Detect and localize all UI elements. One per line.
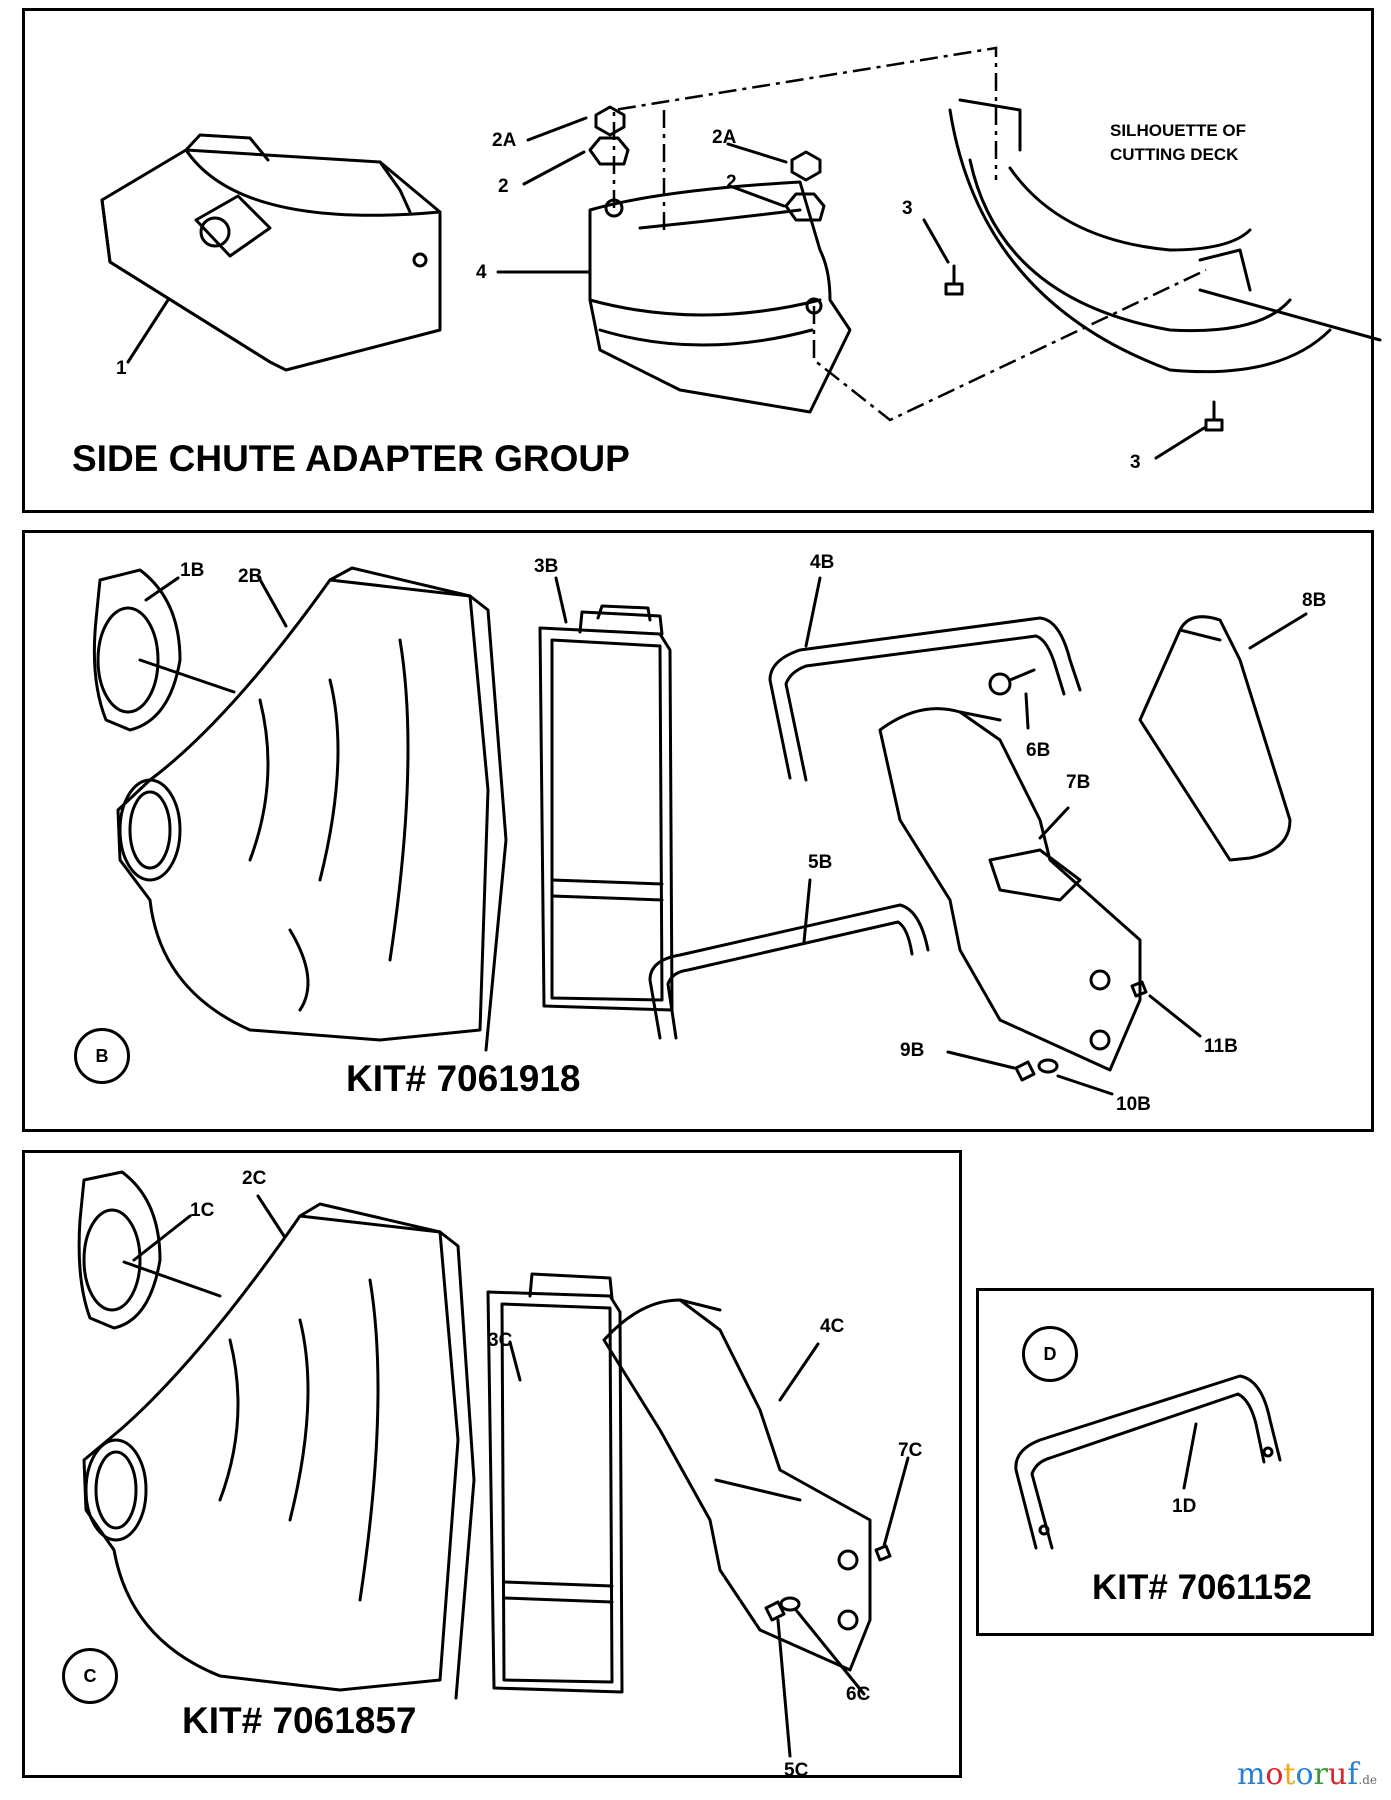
callout-2-left: 2 (498, 176, 509, 197)
callout-3-top: 3 (902, 198, 913, 219)
callout-8b: 8B (1302, 590, 1327, 611)
callout-5b: 5B (808, 852, 833, 873)
kit-b-panel (22, 530, 1374, 1132)
motoruf-watermark: motoruf.de (1237, 1757, 1377, 1792)
watermark-brand: motoruf (1236, 1757, 1359, 1792)
silhouette-note-line1: SILHOUETTE OF (1110, 121, 1246, 140)
side-chute-adapter-panel (22, 8, 1374, 513)
callout-1b: 1B (180, 560, 205, 581)
callout-7b: 7B (1066, 772, 1091, 793)
callout-11b: 11B (1204, 1036, 1238, 1057)
callout-1d: 1D (1172, 1496, 1197, 1517)
callout-5c: 5C (784, 1760, 809, 1781)
kit-b-number: KIT# 7061918 (346, 1058, 581, 1099)
callout-6c: 6C (846, 1684, 871, 1705)
kit-c-number: KIT# 7061857 (182, 1700, 417, 1741)
callout-7c: 7C (898, 1440, 923, 1461)
kit-d-badge: D (1022, 1326, 1078, 1382)
callout-2a-right: 2A (712, 127, 737, 148)
callout-4: 4 (476, 262, 487, 283)
watermark-suffix: .de (1358, 1773, 1377, 1787)
callout-1c: 1C (190, 1200, 215, 1221)
callout-2-right: 2 (726, 172, 737, 193)
callout-9b: 9B (900, 1040, 925, 1061)
kit-b-badge: B (74, 1028, 130, 1084)
callout-6b: 6B (1026, 740, 1051, 761)
callout-10b: 10B (1116, 1094, 1151, 1115)
callout-4b: 4B (810, 552, 835, 573)
callout-2a-left: 2A (492, 130, 517, 151)
silhouette-note-line2: CUTTING DECK (1110, 145, 1239, 164)
side-chute-adapter-title: SIDE CHUTE ADAPTER GROUP (72, 438, 630, 479)
callout-3b: 3B (534, 556, 559, 577)
kit-c-badge: C (62, 1648, 118, 1704)
callout-2b: 2B (238, 566, 263, 587)
callout-3c: 3C (488, 1330, 513, 1351)
callout-4c: 4C (820, 1316, 845, 1337)
callout-2c: 2C (242, 1168, 267, 1189)
kit-d-number: KIT# 7061152 (1092, 1568, 1312, 1607)
callout-3-bottom: 3 (1130, 452, 1141, 473)
callout-1: 1 (116, 358, 127, 379)
